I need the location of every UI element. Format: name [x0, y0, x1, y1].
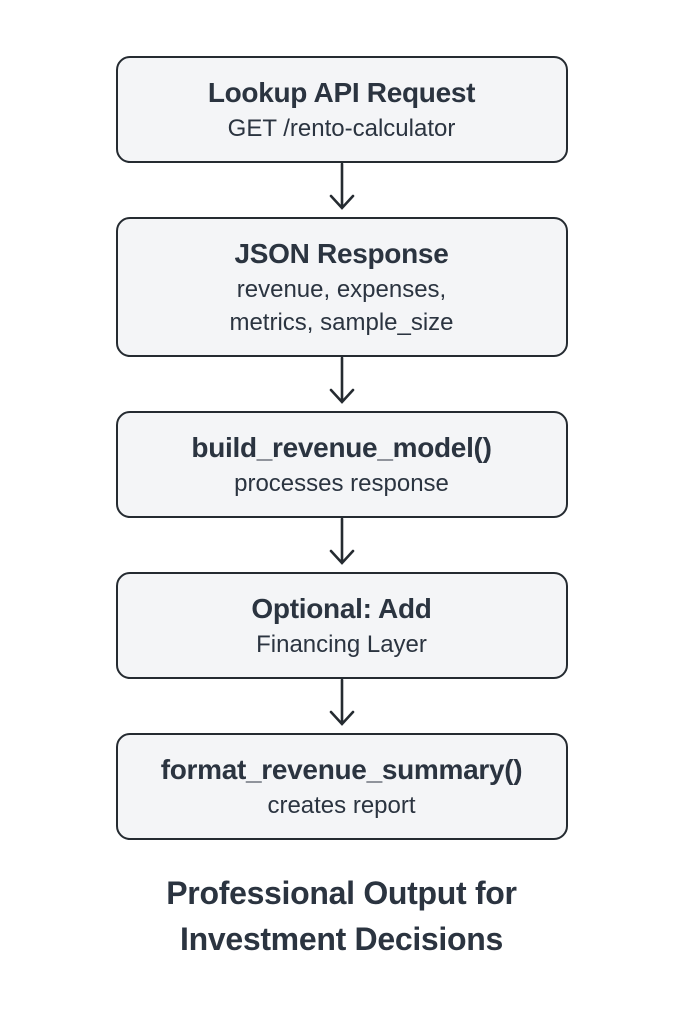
footer-caption: Professional Output for Investment Decis… [166, 875, 517, 957]
flowchart: Lookup API Request GET /rento-calculator… [115, 0, 568, 962]
arrow-down-icon [329, 357, 354, 404]
step-title: JSON Response [234, 238, 449, 269]
step-title: format_revenue_summary() [160, 754, 523, 785]
step-subtitle: processes response [234, 470, 449, 497]
flow-step-json-response: JSON Response revenue, expenses, metrics… [115, 217, 568, 357]
step-subtitle: revenue, expenses, metrics, sample_size [229, 276, 454, 336]
down-arrow-connector [116, 357, 568, 411]
step-title: Lookup API Request [207, 77, 476, 108]
flow-step-optional-financing: Optional: Add Financing Layer [115, 572, 568, 679]
flow-step-build-revenue-model: build_revenue_model() processes response [115, 411, 568, 518]
arrow-down-icon [329, 679, 354, 726]
arrow-down-icon [329, 518, 354, 565]
step-title: Optional: Add [251, 593, 432, 624]
arrow-down-icon [329, 163, 354, 210]
step-subtitle: Financing Layer [256, 631, 427, 658]
down-arrow-connector [116, 518, 568, 572]
step-title: build_revenue_model() [191, 432, 492, 463]
step-subtitle: creates report [267, 792, 416, 819]
flow-step-lookup-api-request: Lookup API Request GET /rento-calculator [115, 56, 568, 163]
flow-step-format-revenue-summary: format_revenue_summary() creates report [115, 733, 568, 840]
down-arrow-connector [116, 163, 568, 217]
step-subtitle: GET /rento-calculator [227, 115, 456, 142]
down-arrow-connector [116, 679, 568, 733]
